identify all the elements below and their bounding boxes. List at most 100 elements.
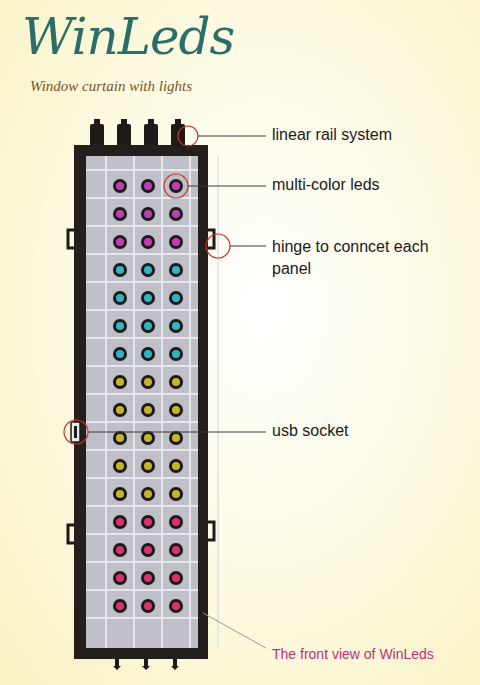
led — [172, 294, 180, 302]
grid-line — [105, 156, 107, 648]
grid-line — [86, 449, 198, 451]
led-housing — [113, 431, 127, 445]
led-housing — [169, 375, 183, 389]
caption: The front view of WinLeds — [272, 646, 434, 662]
led — [172, 462, 180, 470]
led — [116, 294, 124, 302]
title: WinLeds — [22, 8, 234, 66]
grid-line — [86, 589, 198, 591]
rail-connectors — [90, 119, 185, 148]
led-housing — [113, 403, 127, 417]
led — [172, 238, 180, 246]
led-housing — [141, 347, 155, 361]
panel-frame — [74, 145, 208, 659]
led-housing — [169, 599, 183, 613]
led — [172, 574, 180, 582]
led — [172, 602, 180, 610]
led — [172, 434, 180, 442]
led — [116, 434, 124, 442]
led-housing — [113, 515, 127, 529]
led — [116, 322, 124, 330]
grid-line — [133, 156, 135, 648]
led-housing — [141, 375, 155, 389]
led-housing — [169, 431, 183, 445]
led-housing — [113, 263, 127, 277]
led-housing — [113, 179, 127, 193]
led-housing — [141, 515, 155, 529]
led-housing — [141, 179, 155, 193]
led-housing — [169, 179, 183, 193]
led — [144, 378, 152, 386]
led — [144, 434, 152, 442]
led — [144, 238, 152, 246]
led — [144, 546, 152, 554]
grid-line — [161, 156, 163, 648]
led-housing — [169, 207, 183, 221]
grid-line — [86, 253, 198, 255]
led-housing — [141, 403, 155, 417]
led-housing — [169, 543, 183, 557]
led — [172, 322, 180, 330]
led — [116, 518, 124, 526]
grid-line — [86, 225, 198, 227]
led-housing — [141, 263, 155, 277]
led-housing — [169, 487, 183, 501]
callout-circles — [64, 126, 230, 444]
led — [116, 574, 124, 582]
led-housing — [113, 487, 127, 501]
grid-line — [86, 309, 198, 311]
led-housing — [113, 571, 127, 585]
led — [144, 602, 152, 610]
led — [144, 490, 152, 498]
grid-line — [189, 156, 191, 648]
led — [172, 546, 180, 554]
led-housing — [141, 599, 155, 613]
grid-line — [86, 561, 198, 563]
subtitle: Window curtain with lights — [30, 78, 192, 95]
part-label: usb socket — [272, 422, 348, 440]
grid-line — [86, 281, 198, 283]
led — [116, 182, 124, 190]
led-housing — [169, 291, 183, 305]
led — [172, 406, 180, 414]
led — [144, 462, 152, 470]
leader-lines — [88, 136, 266, 648]
led-housing — [113, 347, 127, 361]
part-label: multi-color leds — [272, 176, 380, 194]
led — [144, 518, 152, 526]
led-housing — [141, 319, 155, 333]
led-housing — [169, 319, 183, 333]
led — [172, 490, 180, 498]
led — [144, 210, 152, 218]
led — [172, 266, 180, 274]
led — [116, 546, 124, 554]
led-housing — [169, 403, 183, 417]
led-housing — [141, 543, 155, 557]
led-housing — [141, 235, 155, 249]
led-housing — [141, 571, 155, 585]
led — [144, 574, 152, 582]
grid-line — [86, 505, 198, 507]
led — [116, 490, 124, 498]
led — [144, 406, 152, 414]
grid-line — [86, 393, 198, 395]
part-label: hinge to conncet each panel — [272, 236, 457, 280]
panel-grid — [86, 156, 218, 648]
led-housing — [113, 207, 127, 221]
led — [116, 266, 124, 274]
led-housing — [141, 431, 155, 445]
part-label: linear rail system — [272, 126, 392, 144]
led-housing — [141, 459, 155, 473]
led-housing — [113, 235, 127, 249]
led-housing — [113, 599, 127, 613]
led — [116, 406, 124, 414]
led — [172, 350, 180, 358]
led-housing — [169, 515, 183, 529]
led — [172, 210, 180, 218]
led — [144, 322, 152, 330]
grid-line — [217, 156, 219, 648]
led — [144, 266, 152, 274]
led-housing — [113, 459, 127, 473]
led-housing — [169, 347, 183, 361]
